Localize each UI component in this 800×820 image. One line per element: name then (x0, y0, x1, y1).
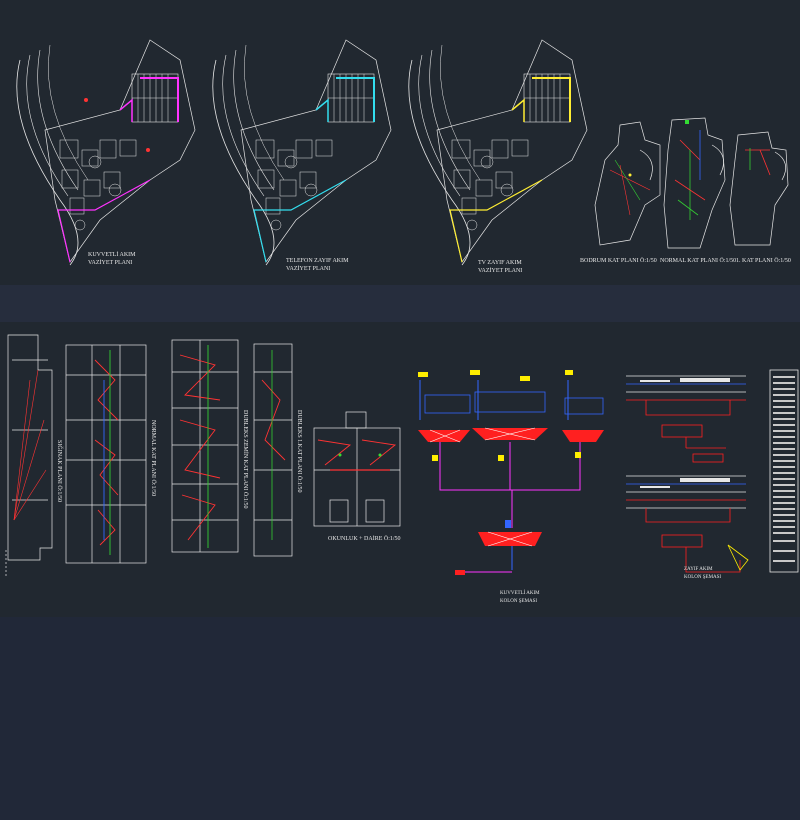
site-plan-tv: TV ZAYIF AKIM VAZİYET PLANI (408, 39, 588, 274)
label-zayif-kolon-1: ZAYIF AKIM (684, 567, 713, 572)
label-tv-1: TV ZAYIF AKIM (478, 260, 522, 266)
label-normal-top: NORMAL KAT PLANI Ö:1/50 (660, 257, 736, 264)
floor-plan-siginak (5, 334, 53, 578)
legend-table (769, 369, 799, 573)
label-kuvvetli-kolon-2: KOLON ŞEMASI (500, 599, 537, 604)
label-kuvvetli-2: VAZİYET PLANI (88, 259, 132, 266)
label-normal-mid: NORMAL KAT PLANI Ö:1/50 (150, 420, 157, 496)
label-zayif-kolon-2: KOLON ŞEMASI (684, 575, 721, 580)
floor-plan-daire (313, 411, 401, 527)
label-dubleks-1: DUBLEKS 1.KAT PLANI Ö:1/50 (296, 410, 303, 493)
label-bodrum: BODRUM KAT PLANI Ö:1/50 (580, 257, 657, 264)
label-kat1: 1. KAT PLANI Ö:1/50 (736, 257, 791, 264)
label-kuvvetli-kolon-1: KUVVETLİ AKIM (500, 590, 540, 596)
floor-plan-bodrum (594, 121, 661, 246)
label-siginak: SIĞINAK PLANI Ö:1/50 (56, 440, 64, 502)
label-dubleks-zemin: DUBLEKS ZEMİN KAT PLANI Ö:1/50 (242, 410, 249, 509)
label-tv-2: VAZİYET PLANI (478, 267, 522, 274)
site-plan-kuvvetli: KUVVETLİ AKIM VAZİYET PLANI (16, 39, 196, 266)
zayif-kolon-semasi (626, 375, 749, 573)
floor-plan-dubleks-1 (253, 343, 293, 557)
label-telefon-1: TELEFON ZAYIF AKIM (286, 258, 349, 264)
empty-canvas-area (0, 617, 800, 820)
kuvvetli-kolon-semasi (418, 370, 604, 575)
floor-plan-normal-mid (65, 344, 147, 564)
site-plan-telefon: TELEFON ZAYIF AKIM VAZİYET PLANI (212, 39, 392, 272)
floor-plan-normal-top (663, 117, 726, 249)
floor-plan-kat1 (729, 131, 789, 246)
strip-gap (0, 285, 800, 322)
top-drawing-strip (0, 0, 800, 285)
floor-plan-dubleks-zemin (171, 339, 239, 553)
label-daire: OKUNLUK + DAİRE Ö:1/50 (328, 535, 401, 542)
label-telefon-2: VAZİYET PLANI (286, 265, 330, 272)
label-kuvvetli-1: KUVVETLİ AKIM (88, 251, 136, 258)
